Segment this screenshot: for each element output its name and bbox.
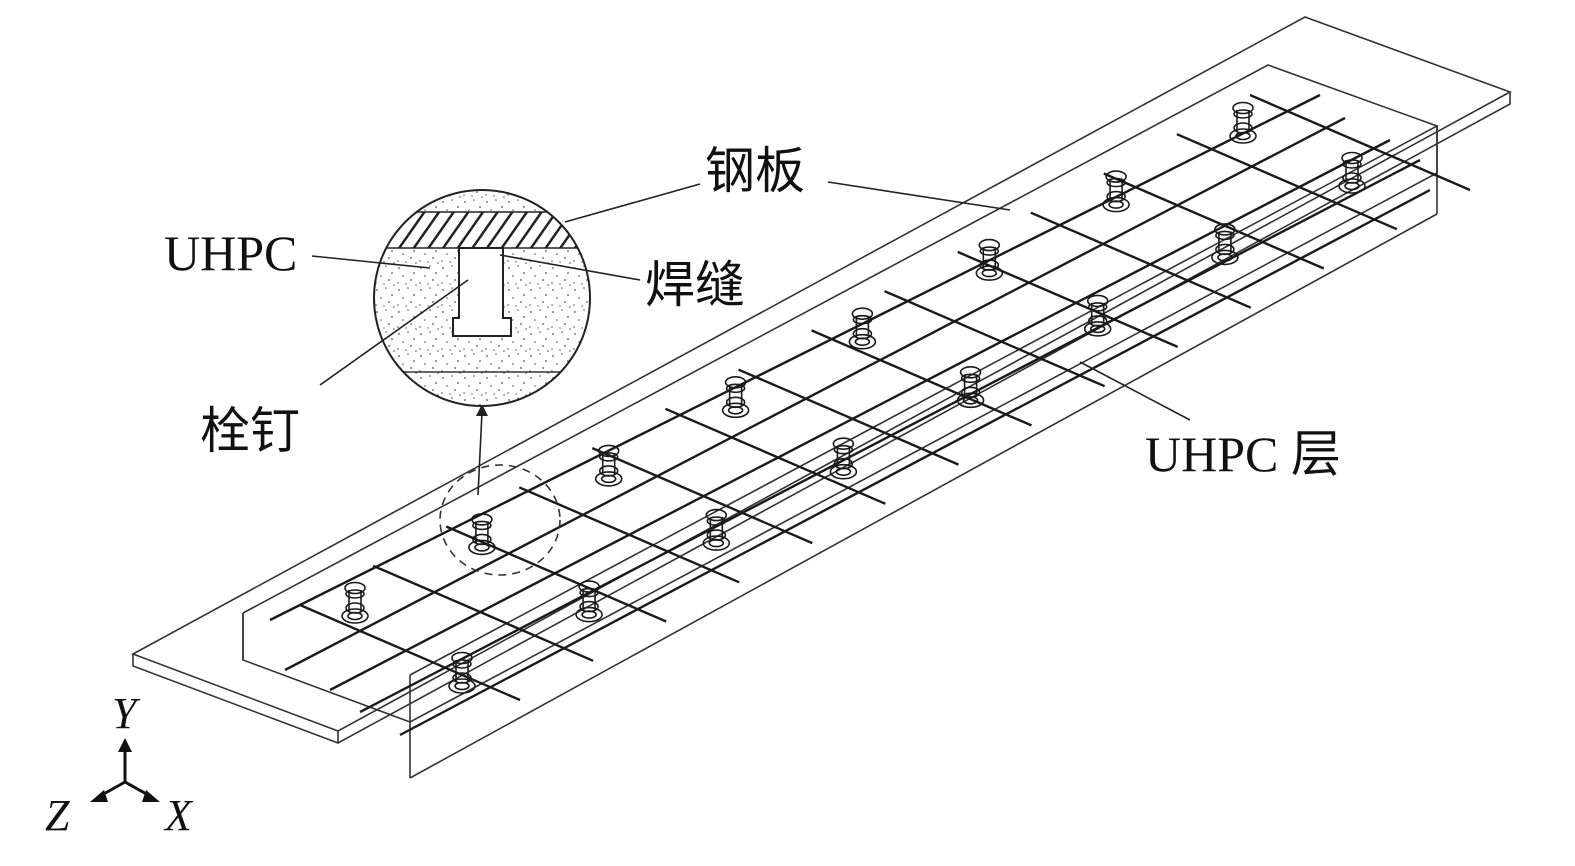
label-weld: 焊缝 [645,257,745,313]
shear-stud [341,581,369,624]
rebar-transverse-bar [1030,211,1252,309]
detail-arrow [476,404,488,496]
shear-stud [468,513,496,556]
leader-lines [311,181,1191,421]
axis-label-z: Z [45,791,70,840]
steel-plate-outline [131,16,1512,744]
rebar-transverse-bar [664,407,886,505]
axis-label-x: X [163,791,194,840]
shear-stud [848,307,877,350]
shear-stud [1102,170,1130,213]
rebar-transverse-bar [299,603,521,702]
shear-stud [975,238,1004,281]
rebar-transverse-bar [811,329,1032,427]
label-uhpc: UHPC [164,225,297,281]
rebar-transverse-bar [591,446,813,545]
shear-stud [702,508,731,551]
shear-stud [721,375,750,419]
rebar-transverse-bar [884,290,1106,388]
shear-stud [594,444,623,487]
rebar-transverse-bar [372,564,594,662]
shear-stud [956,365,985,409]
rebar-transverse-bar [738,368,959,466]
axes-indicator: Y Z X [45,689,194,840]
shear-stud [575,580,603,623]
rebar-transverse-bar [1249,93,1471,192]
rebar-transverse-bar [1103,172,1325,270]
label-uhpc-layer: UHPC 层 [1145,426,1341,482]
shear-stud [829,437,858,480]
rebar-transverse-bar [518,486,740,584]
axis-label-y: Y [112,689,141,738]
shear-stud [1229,101,1257,144]
rebar-transverse-bar [957,250,1179,349]
detail-section [373,189,591,407]
shear-stud [1083,294,1112,337]
label-stud: 栓钉 [200,403,300,459]
rebar-transverse-bar [1176,133,1398,231]
shear-stud [1338,151,1366,194]
label-steel-plate: 钢板 [705,143,805,199]
rebar-transverse [299,93,1471,702]
rebar-transverse-bar [445,525,667,623]
shear-stud [448,651,476,694]
uhpc-layer-box [242,64,1439,779]
rebar-longitudinal [269,93,1431,737]
shear-stud [1211,223,1239,266]
detail-callout-circle [439,464,561,576]
shear-studs [341,101,1366,694]
